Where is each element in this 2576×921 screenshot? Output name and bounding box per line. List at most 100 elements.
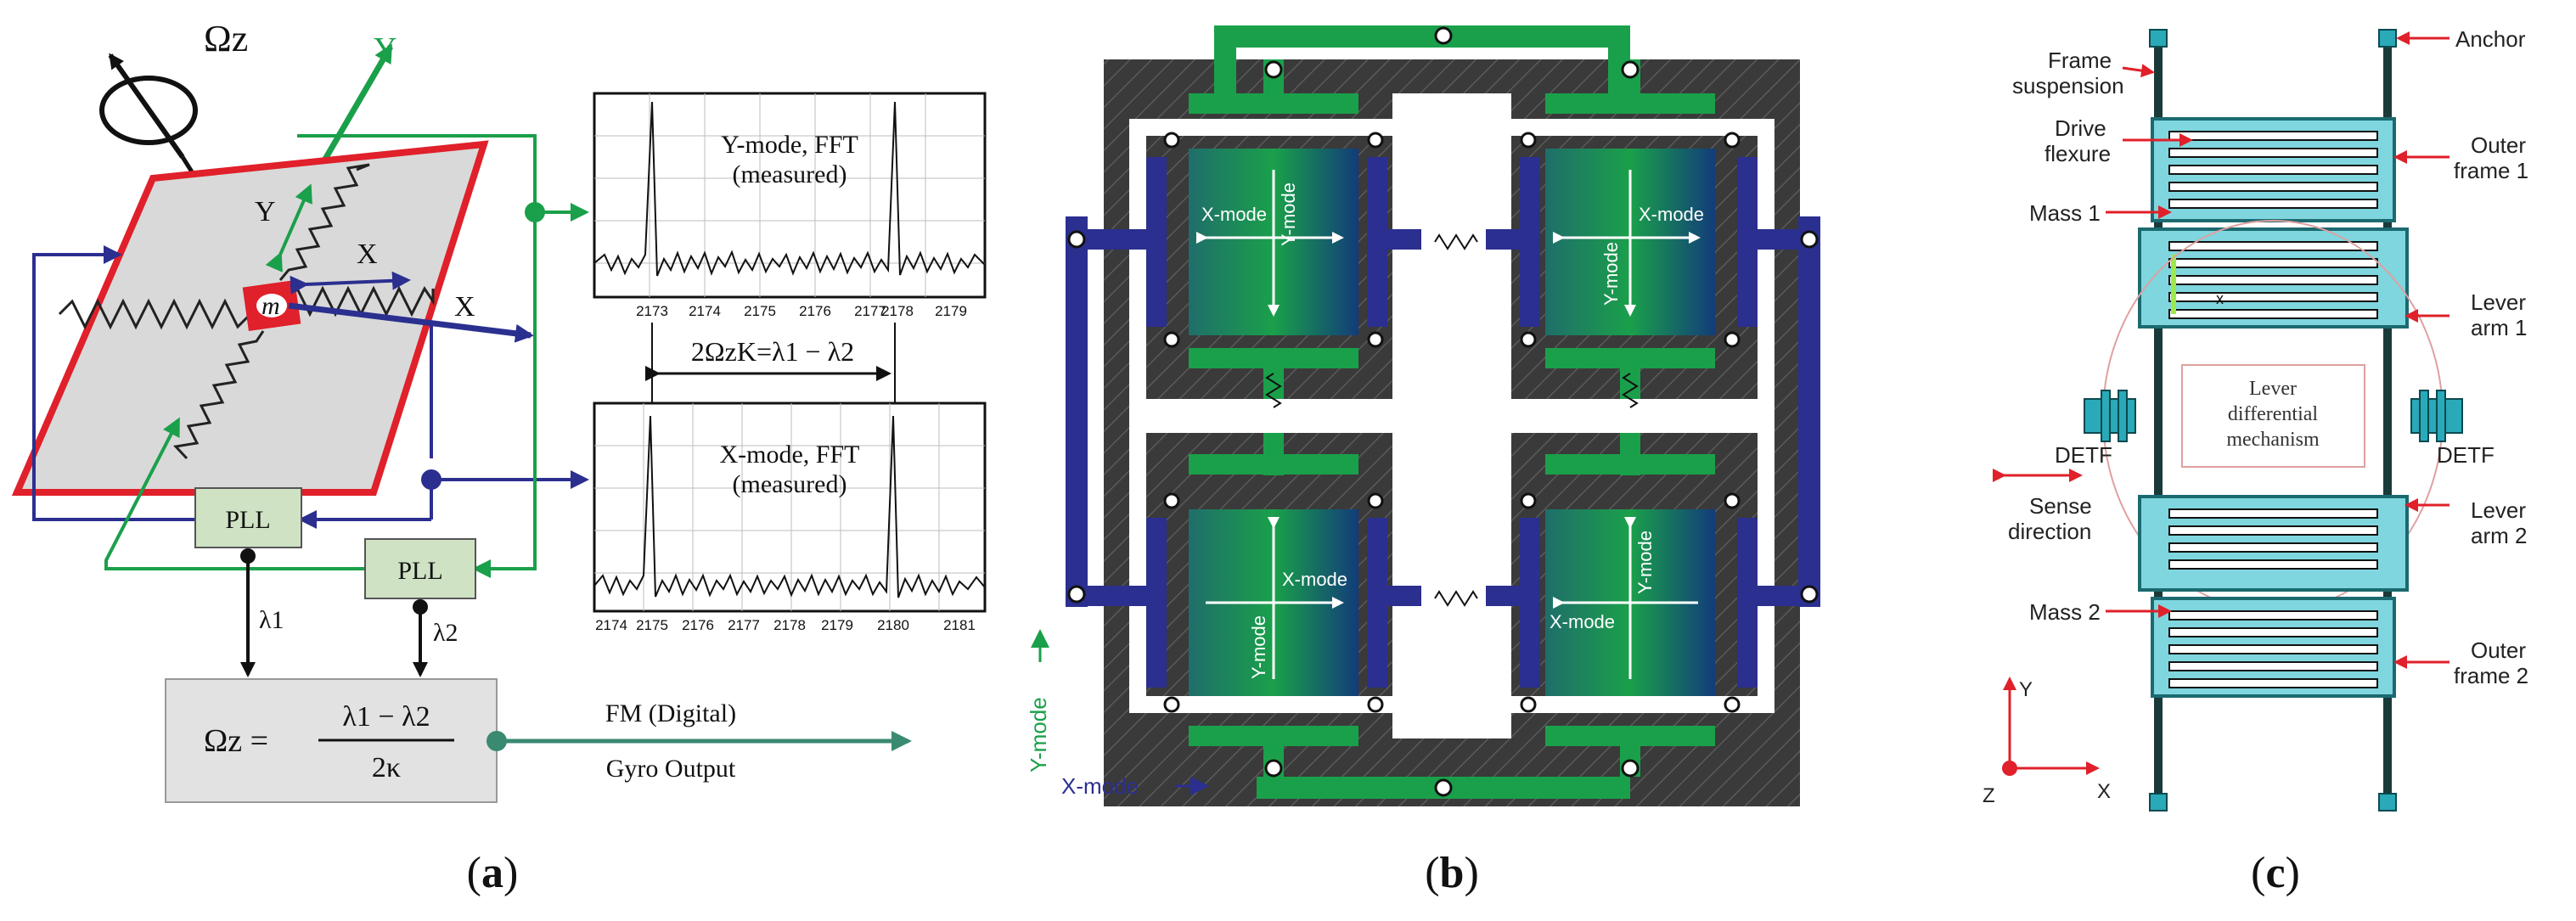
mass-1-slots (2168, 131, 2378, 209)
pivot-joints (1067, 26, 1819, 797)
outer-frame-1-label-1: Outer (2471, 132, 2526, 158)
blue-right-rail (1798, 216, 1820, 607)
output-label-1: FM (Digital) (605, 699, 736, 727)
detf-right-label: DETF (2437, 442, 2494, 468)
inner-y-arrow (265, 183, 312, 272)
lever-mech-label-1: Lever (2249, 378, 2297, 400)
green-to-pll (472, 212, 537, 578)
frame-suspension-left (2154, 38, 2163, 802)
caption-b-letter: b (1440, 849, 1465, 897)
fft-x-tick: 2174 (595, 617, 627, 633)
detf-left-label: DETF (2055, 442, 2112, 468)
coupling-springs (1265, 233, 1639, 607)
fft-x-tick: 2180 (877, 617, 909, 633)
inner-x-arrow (290, 271, 411, 295)
lever-arm-1-slots (2168, 241, 2378, 319)
green-top-left-post (1214, 25, 1236, 93)
mode-arrows (1196, 170, 1701, 679)
fft-x-title: X-mode, FFT (720, 441, 860, 469)
outer-frame-2-label-1: Outer (2471, 637, 2526, 663)
mass-1-label: Mass 1 (2029, 200, 2101, 226)
lever-arm-2-slots (2168, 508, 2378, 570)
input-rate-label-1: Input (1426, 387, 1476, 413)
anchor-label: Anchor (2455, 26, 2526, 52)
caption-c-letter: c (2265, 849, 2285, 897)
q2-y-mode: Y-mode (1600, 242, 1622, 306)
lever-arm-2-label-1: Lever (2471, 497, 2526, 523)
drive-flexure-label-1: Drive (2055, 115, 2106, 141)
pll-1-label: PLL (225, 506, 270, 534)
q1-x-mode: X-mode (1201, 204, 1267, 225)
fft-x-tick: 2177 (728, 617, 760, 633)
blue-node (421, 469, 442, 490)
frame-suspension-label-2: suspension (2012, 73, 2124, 98)
panel-a: Ωz Y m Y X X (11, 18, 987, 803)
fft-y-tick: 2176 (799, 303, 831, 319)
green-loop (297, 134, 537, 212)
spring-left (58, 298, 256, 330)
q3-x-mode: X-mode (1282, 569, 1347, 590)
drive-flexure-label-2: flexure (2044, 141, 2111, 166)
axis-triad: Y Z X (1983, 677, 2111, 807)
legend-x-mode: X-mode (1061, 773, 1139, 799)
axis-x-label: X (2097, 780, 2111, 803)
input-rate-arc (1395, 278, 1493, 379)
fft-x-tick: 2178 (773, 617, 806, 633)
fft-x-tick: 2179 (821, 617, 853, 633)
formula-numerator: λ1 − λ2 (342, 701, 430, 733)
x-axis-arrow (288, 302, 534, 343)
lambda-1-label: λ1 (259, 606, 284, 634)
fft-y-plot: Y-mode, FFT (measured) 2173 2174 2175 21… (593, 92, 987, 319)
fft-y-tick: 2175 (744, 303, 776, 319)
lever-arm-2-label-2: arm 2 (2471, 523, 2527, 548)
y-axis-label: Y (374, 31, 397, 67)
axis-y-label: Y (2019, 678, 2033, 701)
sense-direction-label-1: Sense (2029, 493, 2092, 519)
frame-suspension-right (2383, 38, 2392, 802)
green-pll-out (104, 417, 365, 570)
split-label: 2ΩzK=λ1 − λ2 (691, 336, 854, 367)
lever-mechanism-box (2181, 364, 2365, 468)
blue-couplers (1088, 157, 1798, 688)
callout-arrows (1993, 31, 2449, 669)
legend-y-mode: Y-mode (1026, 697, 1051, 772)
detf-left (2084, 390, 2136, 442)
spring-bottom (172, 330, 265, 460)
fft-x-tick: 2176 (682, 617, 714, 633)
panel-c: x Lever differential mechanism (1983, 26, 2528, 811)
outer-frame-2-label-2: frame 2 (2454, 663, 2528, 688)
frame-suspension-label-1: Frame (2048, 48, 2112, 73)
green-couplers (1189, 59, 1715, 777)
detf-right (2410, 390, 2463, 442)
caption-b: (b) (1425, 849, 1479, 897)
formula-lhs: Ωz = (204, 723, 268, 759)
fft-x-plot: X-mode, FFT (measured) 2174 2175 2176 21… (593, 402, 987, 633)
green-top-rail (1214, 25, 1630, 48)
input-rate-label-2: Rate Ω (1418, 417, 1485, 443)
output-label-2: Gyro Output (606, 755, 736, 783)
lambda-2-label: λ2 (433, 619, 458, 647)
fft-y-title: Y-mode, FFT (721, 131, 858, 159)
lever-mech-label-3: mechanism (2226, 429, 2320, 451)
mass-2-label: Mass 2 (2029, 599, 2101, 625)
omega-z-label: Ωz (204, 18, 248, 59)
caption-a-letter: a (481, 849, 503, 897)
fft-x-tick: 2181 (943, 617, 976, 633)
blue-left-rail (1066, 216, 1088, 607)
q4-y-mode: Y-mode (1634, 531, 1656, 594)
inner-y-label: Y (255, 196, 276, 227)
lever-arm-1-label-1: Lever (2471, 289, 2526, 315)
formula-denominator: 2κ (372, 752, 401, 783)
q1-y-mode: Y-mode (1278, 183, 1299, 246)
fft-y-tick: 2179 (935, 303, 967, 319)
caption-a: (a) (467, 849, 519, 897)
fft-y-tick: 2178 (881, 303, 914, 319)
inner-x-label: X (357, 239, 378, 270)
channels (1129, 93, 1775, 738)
caption-c: (c) (2251, 849, 2300, 897)
q4-x-mode: X-mode (1550, 611, 1615, 632)
fft-y-tick: 2177 (854, 303, 886, 319)
fft-y-tick: 2173 (636, 303, 668, 319)
fft-y-tick: 2174 (689, 303, 721, 319)
